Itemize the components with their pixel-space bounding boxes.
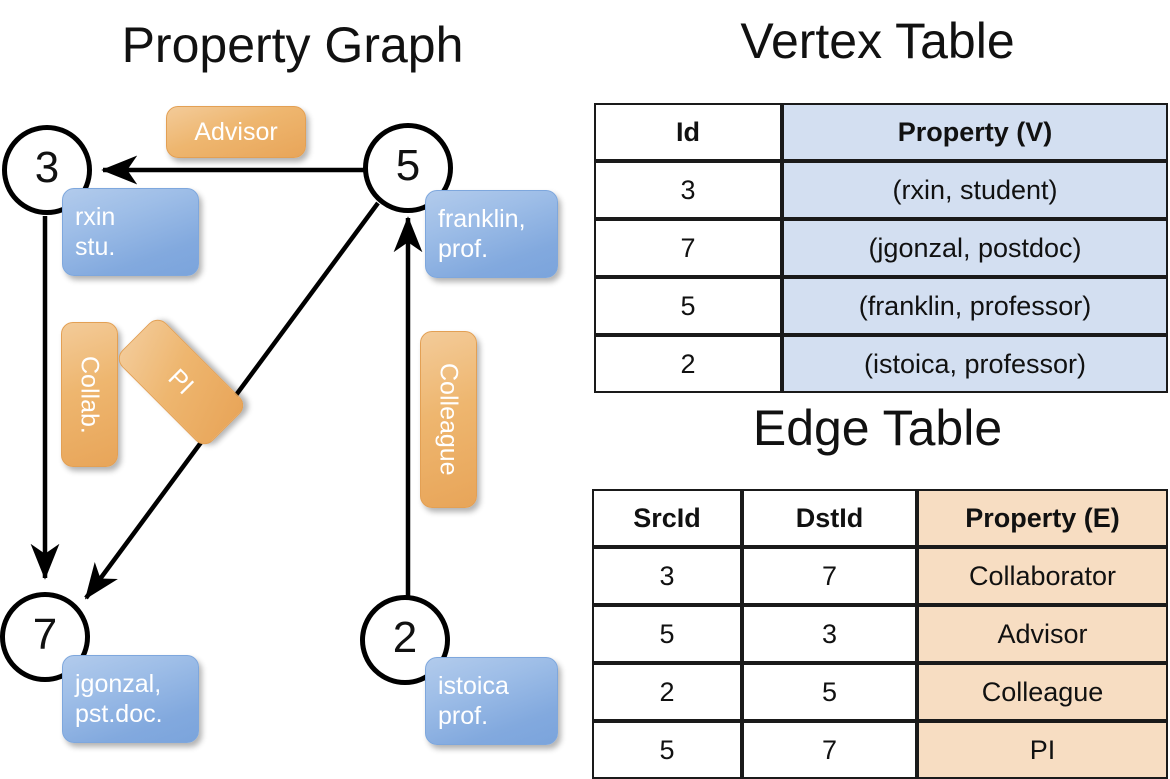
vertex-property-7-line1: jgonzal, [75,670,162,698]
graph-node-3-label: 3 [34,143,60,192]
vertex-property-box-3: rxin stu. [62,188,199,276]
table-row[interactable]: 5 7 PI [592,721,1168,779]
vertex-property-3-line2: stu. [75,233,116,261]
edge-property-pi-label: PI [162,363,200,401]
edge-cell-srcid: 5 [592,605,742,663]
property-graph-diagram: 3 5 7 2 rxin stu. franklin, prof. jgonza… [0,0,585,760]
graph-node-5[interactable]: 5 [363,123,453,213]
edge-property-colleague-label: Colleague [434,363,463,476]
edge-cell-srcid: 5 [592,721,742,779]
page-title-edge-table: Edge Table [752,400,1003,456]
edge-table-header-property: Property (E) [917,489,1168,547]
edge-cell-property: Advisor [917,605,1168,663]
edge-table-header-row: SrcId DstId Property (E) [592,489,1168,547]
edge-property-advisor-label: Advisor [194,118,278,146]
vertex-property-box-7: jgonzal, pst.doc. [62,655,199,743]
edge-table-header-dstid: DstId [742,489,917,547]
vertex-property-2-line2: prof. [438,702,489,730]
graph-node-2[interactable]: 2 [360,595,450,685]
table-row[interactable]: 2 5 Colleague [592,663,1168,721]
edge-table-header-srcid: SrcId [592,489,742,547]
edge-cell-property: PI [917,721,1168,779]
table-row[interactable]: 3 7 Collaborator [592,547,1168,605]
graph-node-5-label: 5 [395,141,421,190]
edge-cell-srcid: 3 [592,547,742,605]
edge-table: SrcId DstId Property (E) 3 7 Collaborato… [592,489,1168,779]
edge-property-box-advisor: Advisor [166,106,306,158]
vertex-cell-property: (rxin, student) [782,161,1168,219]
edge-cell-srcid: 2 [592,663,742,721]
vertex-table-header-row: Id Property (V) [594,103,1168,161]
edge-property-box-collab: Collab. [61,322,118,467]
vertex-cell-id: 5 [594,277,782,335]
vertex-property-3-line1: rxin [75,203,116,231]
vertex-cell-id: 7 [594,219,782,277]
vertex-cell-property: (jgonzal, postdoc) [782,219,1168,277]
vertex-table-header-property: Property (V) [782,103,1168,161]
vertex-property-5-line1: franklin, [438,205,526,233]
page-title-property-graph: Property Graph [121,17,464,73]
table-row[interactable]: 7 (jgonzal, postdoc) [594,219,1168,277]
vertex-cell-id: 2 [594,335,782,393]
graph-node-7-label: 7 [32,610,58,659]
vertex-table: Id Property (V) 3 (rxin, student) 7 (jgo… [594,103,1168,393]
vertex-property-7-line2: pst.doc. [75,700,163,728]
vertex-property-5-line2: prof. [438,235,489,263]
vertex-property-2-line1: istoica [438,672,509,700]
vertex-cell-id: 3 [594,161,782,219]
edge-cell-dstid: 5 [742,663,917,721]
table-row[interactable]: 5 3 Advisor [592,605,1168,663]
graph-node-2-label: 2 [392,613,418,662]
vertex-cell-property: (istoica, professor) [782,335,1168,393]
table-row[interactable]: 3 (rxin, student) [594,161,1168,219]
vertex-table-header-id: Id [594,103,782,161]
edge-property-collab-label: Collab. [75,355,104,434]
edge-cell-dstid: 3 [742,605,917,663]
edge-cell-dstid: 7 [742,721,917,779]
table-row[interactable]: 5 (franklin, professor) [594,277,1168,335]
edge-cell-dstid: 7 [742,547,917,605]
vertex-property-box-5: franklin, prof. [425,190,558,278]
vertex-cell-property: (franklin, professor) [782,277,1168,335]
edge-cell-property: Colleague [917,663,1168,721]
page-title-vertex-table: Vertex Table [740,13,1015,69]
vertex-property-box-2: istoica prof. [425,657,558,745]
edge-cell-property: Collaborator [917,547,1168,605]
table-row[interactable]: 2 (istoica, professor) [594,335,1168,393]
edge-property-box-colleague: Colleague [420,331,477,508]
